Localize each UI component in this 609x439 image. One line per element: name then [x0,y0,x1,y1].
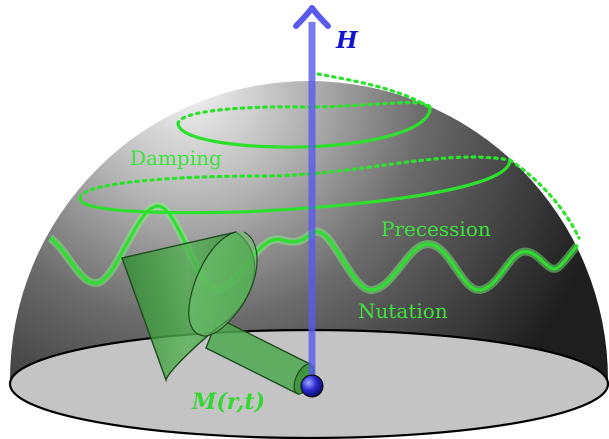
precession-label: Precession [381,217,491,241]
magnetization-args: (r,t) [216,389,265,415]
field-label: H [335,27,359,54]
arrow-up-icon [293,5,331,29]
sphere-ball-icon [300,374,324,398]
field-arrow [293,5,331,382]
magnetization-label: M(r,t) [191,389,265,415]
precession-spiral [78,72,581,240]
nutation-label: Nutation [358,299,448,323]
damping-label: Damping [130,146,222,170]
magnetization-symbol: M [191,389,217,415]
magnetization-vector [121,231,315,395]
